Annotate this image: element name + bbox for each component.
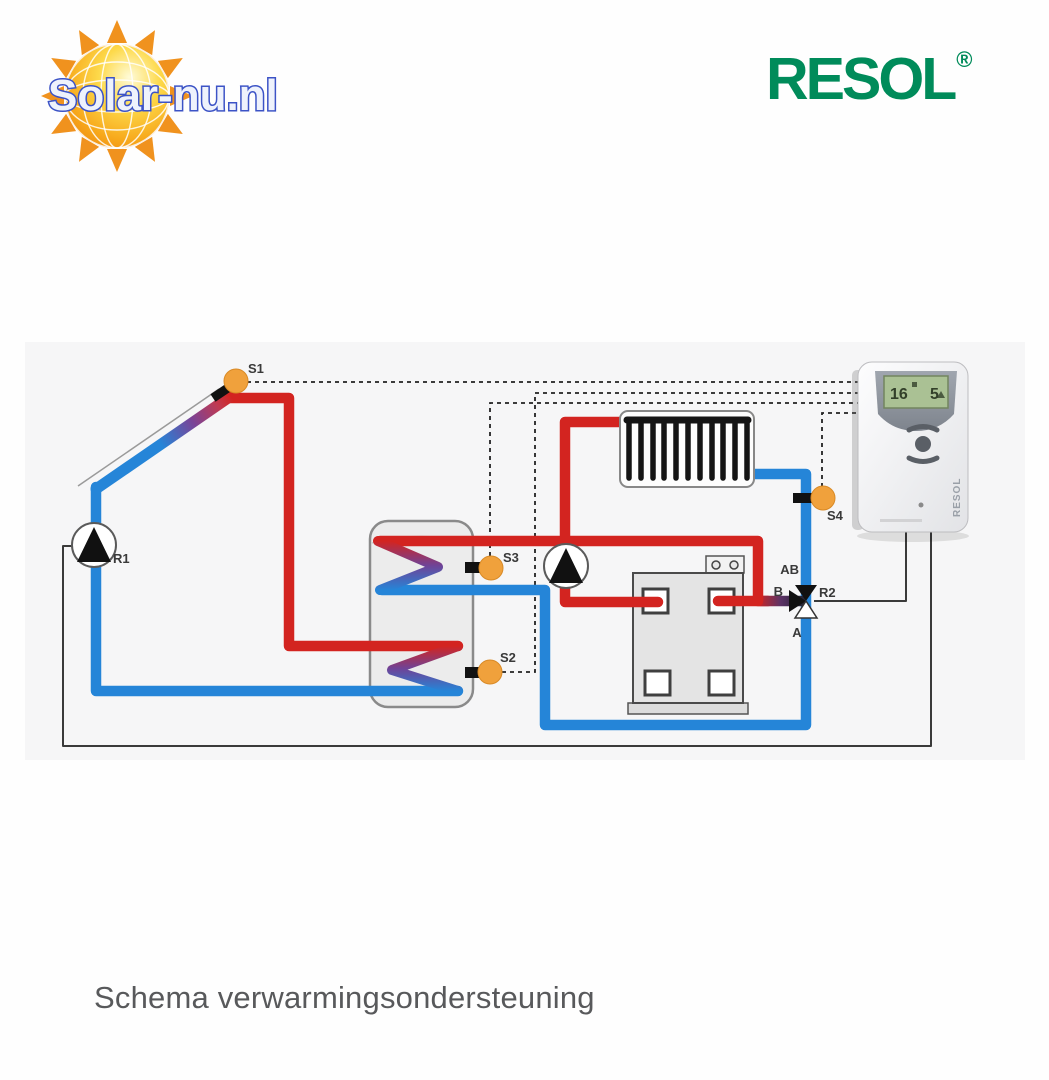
pipe-heating-return (376, 468, 812, 731)
boiler-base (627, 702, 749, 715)
radiator (619, 410, 755, 488)
button-up (906, 424, 940, 433)
s4-probe (793, 493, 812, 503)
controller-model-text (880, 519, 922, 522)
label-port-a: A (792, 625, 802, 640)
svg-text:165: 16 5 (890, 386, 939, 403)
s3-probe (465, 562, 482, 573)
pipe-tank-to-valve (374, 535, 764, 607)
controller-side-brand: RESOL (952, 478, 963, 517)
solar-logo-text: Solar-nu.nl (48, 71, 278, 120)
controller-lcd (883, 375, 949, 409)
button-down (906, 455, 940, 464)
label-port-b: B (774, 584, 783, 599)
s2-probe (465, 667, 482, 678)
pipe-boiler-flow (559, 416, 664, 608)
label-r1: R1 (113, 551, 130, 566)
button-set (915, 436, 931, 452)
valve-r2 (789, 585, 819, 619)
tank-coil-upper (373, 536, 443, 595)
sensor-wire-s3 (489, 402, 858, 556)
relay-wire-r1 (62, 526, 932, 747)
pipe-solar-flow (224, 392, 464, 652)
label-s4: S4 (827, 508, 844, 523)
lcd-value-right: 5 (930, 386, 939, 403)
relay-wires (62, 526, 932, 747)
resol-logo-text: RESOL (766, 46, 956, 112)
controller: 16 5 RESOL (852, 361, 969, 542)
sensor-wire-s2 (502, 392, 858, 673)
boiler (627, 555, 749, 715)
sensor-wires (247, 381, 858, 673)
tank-coil-lower (387, 641, 463, 696)
sensor-s4 (810, 485, 836, 511)
label-s3: S3 (503, 550, 519, 565)
pump-boiler-circuit (543, 543, 589, 589)
label-s2: S2 (500, 650, 516, 665)
pump-r1 (71, 522, 117, 568)
sensor-wire-s4 (821, 412, 858, 487)
label-s1: S1 (248, 361, 264, 376)
controller-led (918, 502, 924, 508)
resol-logo: RESOL® (766, 38, 986, 116)
lcd-value-left: 16 (890, 386, 908, 403)
sensor-s3 (478, 555, 504, 581)
radiator-fins (626, 419, 750, 481)
caption: Schema verwarmingsondersteuning (94, 980, 595, 1015)
relay-wire-r2 (814, 526, 907, 602)
sun-icon (41, 20, 193, 172)
sensors (223, 368, 836, 685)
solar-nu-logo: Solar-nu.nl (30, 20, 322, 182)
label-r2: R2 (819, 585, 836, 600)
label-port-ab: AB (780, 562, 799, 577)
sensor-s2 (477, 659, 503, 685)
svg-text:RESOL®: RESOL® (766, 46, 972, 112)
sensor-s1 (223, 368, 249, 394)
schematic-labels: S1 S3 S2 S4 R1 R2 AB B A (113, 361, 844, 665)
pump-icon (549, 548, 583, 583)
pump-icon (77, 527, 111, 562)
